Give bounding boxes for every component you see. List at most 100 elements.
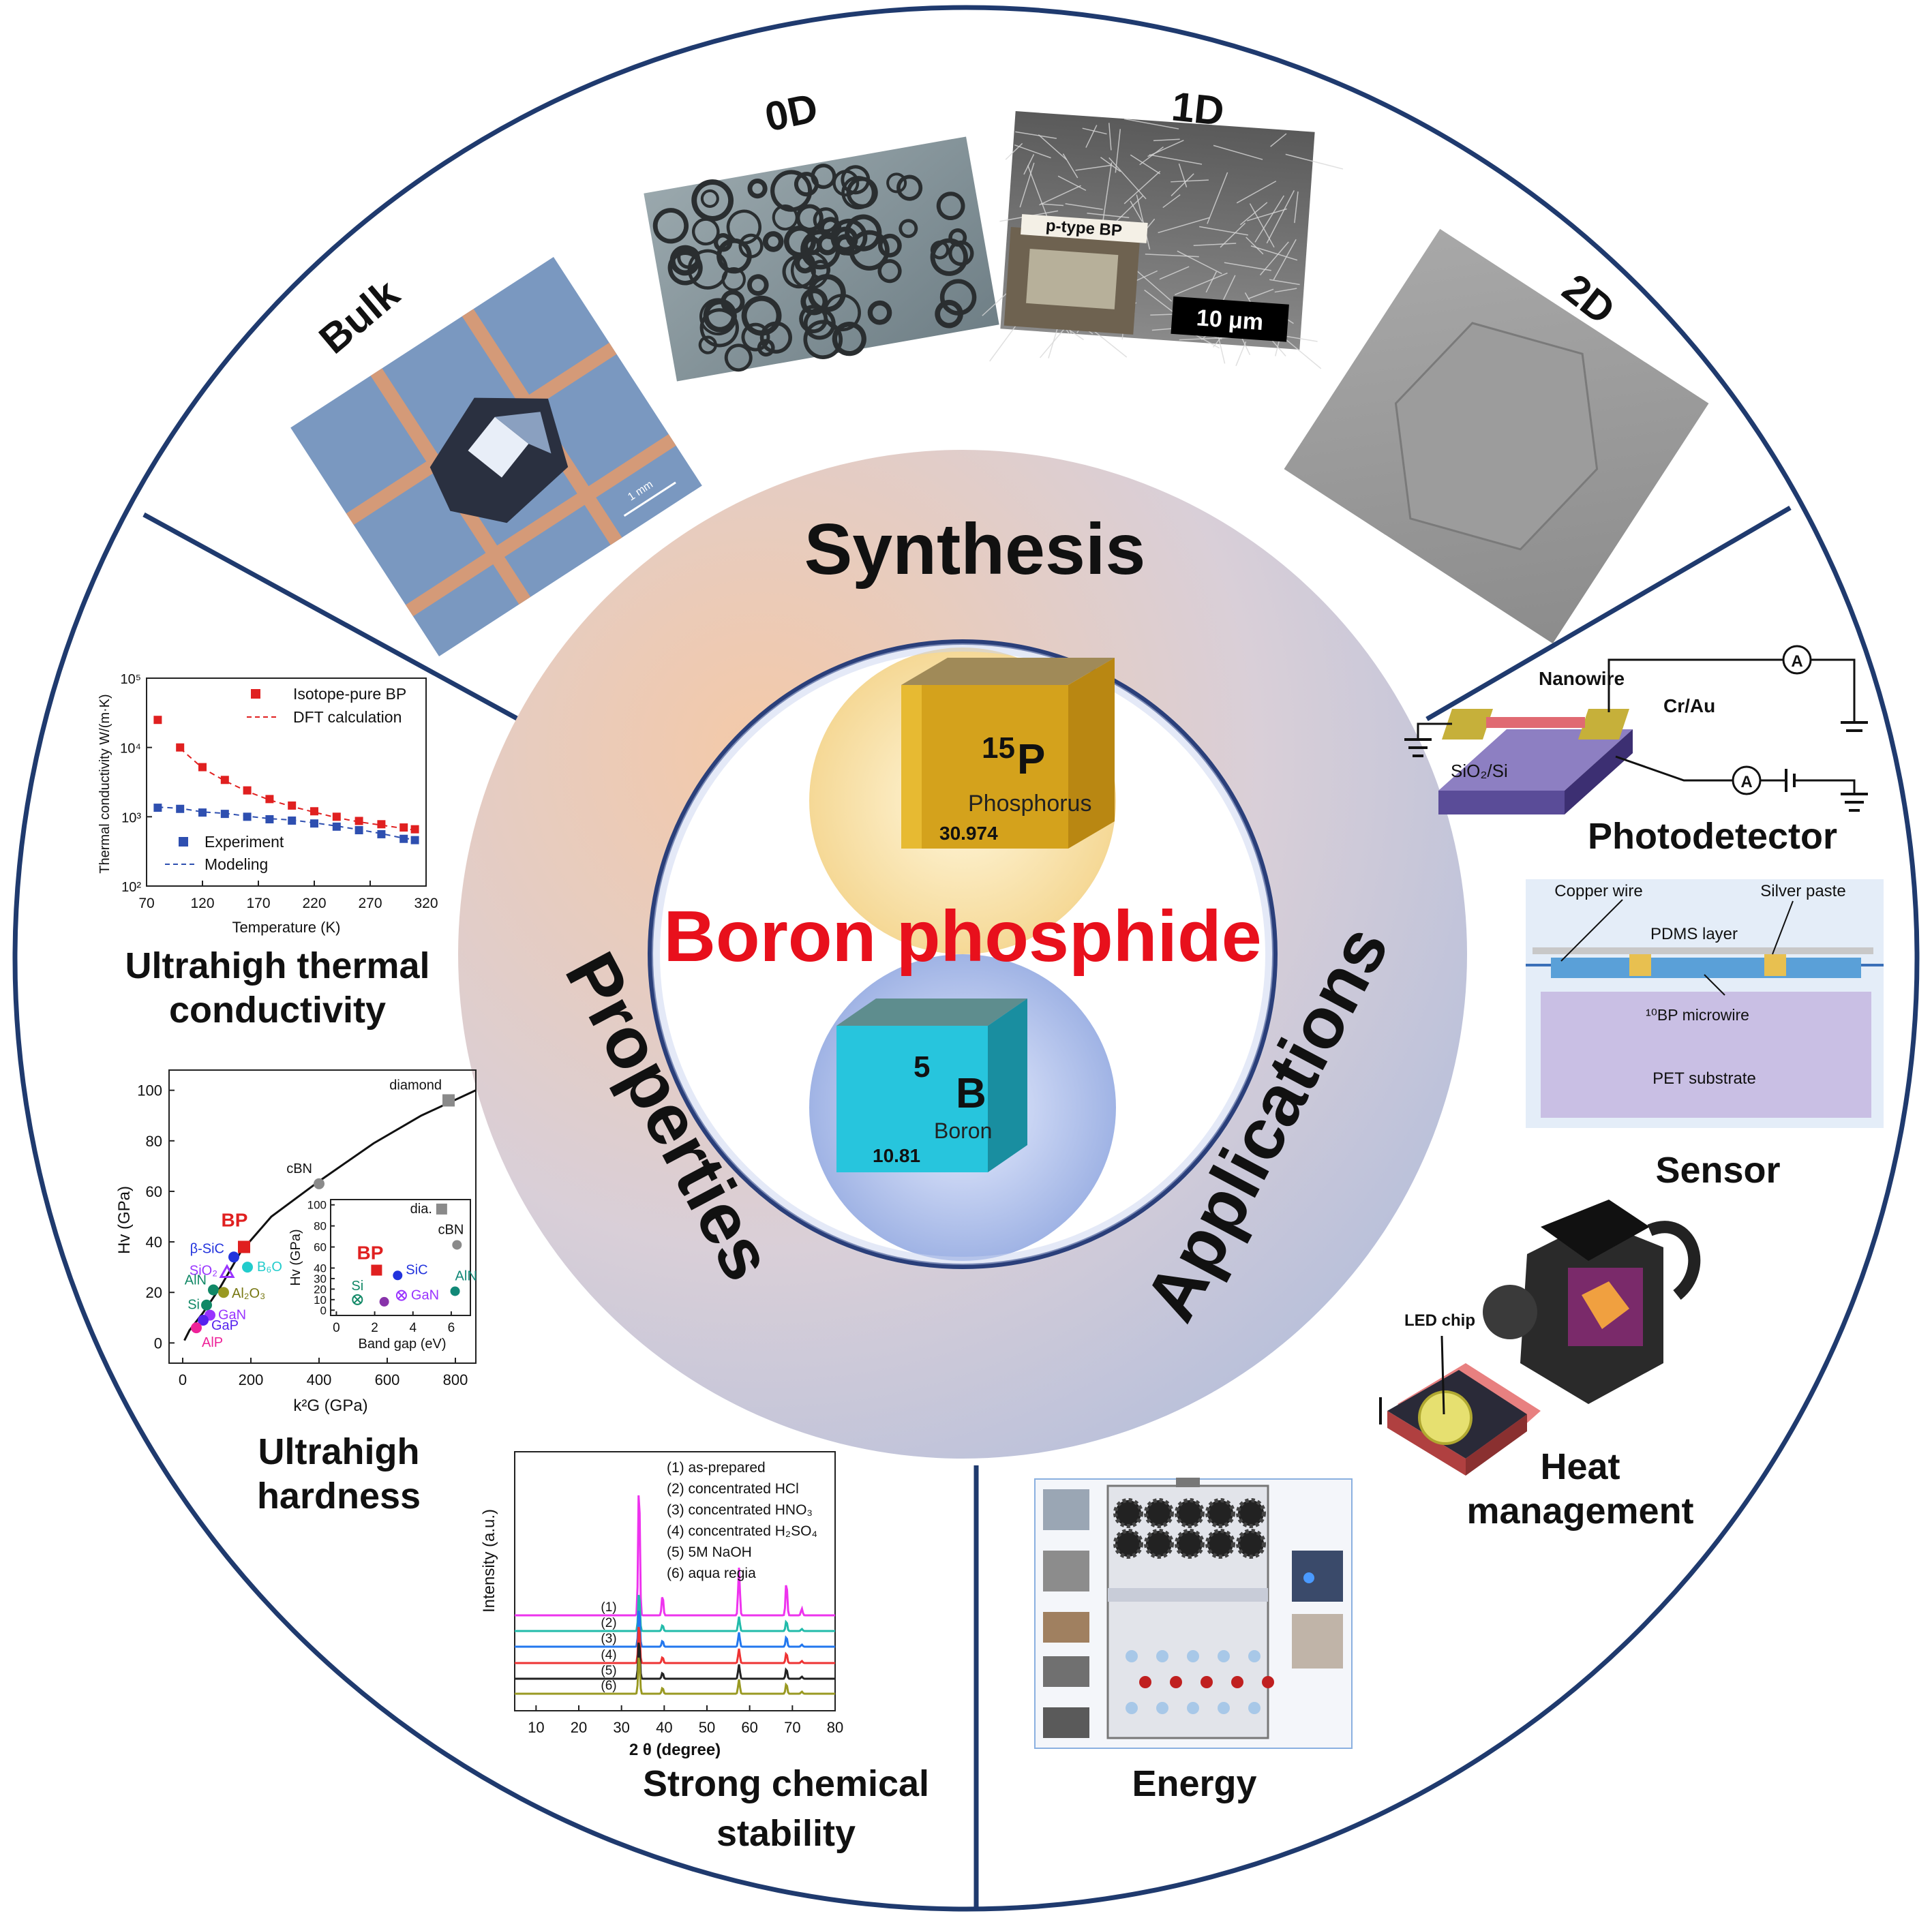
phosphorus-cube: 15 P Phosphorus 30.974: [901, 658, 1115, 849]
inset-ytick-label: 60: [314, 1241, 327, 1254]
hardness-ytick-label: 60: [146, 1183, 162, 1200]
energy-gear: [1144, 1529, 1174, 1559]
xrd-xtick-label: 30: [613, 1719, 629, 1736]
hardness-xtick-label: 200: [239, 1371, 264, 1388]
nanowire-strand: [1019, 162, 1035, 208]
thermal-ytick-label: 10²: [121, 880, 141, 895]
nanoparticle: [841, 176, 875, 210]
nanoparticle: [757, 339, 775, 357]
energy-gear: [1113, 1498, 1143, 1528]
isotope-point: [176, 743, 185, 752]
nanowire-strand: [1248, 288, 1274, 299]
nanowire-strand: [1108, 157, 1147, 200]
nanowire-strand: [1115, 129, 1121, 173]
nanowire-strand: [1273, 239, 1297, 280]
nanoparticle: [896, 174, 923, 201]
isotope-point: [332, 812, 341, 821]
thermal-xtick-label: 270: [358, 896, 382, 911]
xrd-curve-label: (4): [601, 1648, 616, 1662]
inset-xtick-label: 2: [371, 1321, 378, 1335]
nanowire-strand: [1179, 337, 1235, 341]
hardness-point-label: β-SiC: [190, 1241, 224, 1256]
hardness-point-label: Si: [187, 1298, 200, 1313]
thermal-ytick-label: 10⁴: [120, 742, 141, 757]
nanowire-strand: [1023, 154, 1035, 175]
zero-d-panel: 0D: [644, 85, 999, 382]
photodetector-caption: Photodetector: [1588, 816, 1837, 857]
nanoparticle: [849, 230, 890, 271]
nanoparticle: [669, 245, 701, 276]
boron-symbol: B: [956, 1070, 986, 1117]
nanowire-strand: [1149, 154, 1203, 165]
nanoparticle: [699, 308, 739, 348]
energy-sphere: [1126, 1650, 1138, 1662]
experiment-point: [176, 804, 185, 813]
inset-xtick-label: 4: [409, 1321, 417, 1335]
inset-point-label: SiC: [406, 1262, 427, 1277]
isotope-point: [153, 716, 162, 725]
inset-point-0: [436, 1203, 447, 1215]
nanowire-strand: [1254, 195, 1285, 243]
hardness-point-label: GaP: [211, 1318, 239, 1333]
xrd-xtick-label: 10: [528, 1719, 544, 1736]
inset-ytick-label: 30: [314, 1273, 327, 1285]
electrode-left: [1442, 709, 1493, 740]
inset-ytick-label: 80: [314, 1220, 327, 1233]
energy-sphere: [1187, 1650, 1199, 1662]
nanoparticle: [823, 294, 861, 332]
photodetector-nanowire-label: Nanowire: [1539, 668, 1625, 689]
sensor-copper-label: Copper wire: [1554, 882, 1642, 900]
nanoparticle: [726, 209, 761, 245]
boron-number: 5: [914, 1050, 930, 1084]
energy-gear: [1205, 1529, 1235, 1559]
sensor-pet-label: PET substrate: [1652, 1069, 1756, 1088]
hardness-point-label: cBN: [286, 1161, 312, 1176]
nanowire-strand: [1224, 262, 1271, 271]
nanowire-strand: [1040, 203, 1064, 207]
experiment-point: [399, 834, 408, 843]
hardness-inset-frame: [330, 1199, 471, 1316]
nanowire-strand: [1205, 271, 1218, 293]
energy-sphere: [1218, 1650, 1230, 1662]
xrd-xtick-label: 40: [656, 1719, 672, 1736]
hardness-point-label: diamond: [389, 1078, 442, 1093]
led-chip-label: LED chip: [1404, 1311, 1475, 1330]
heat-panel: LED chip Heat management: [1379, 1200, 1701, 1532]
divider-left: [142, 512, 519, 722]
electrode-right: [1578, 709, 1629, 740]
nanowire-strand: [1005, 142, 1023, 160]
energy-gear: [1113, 1529, 1143, 1559]
energy-panel: Energy: [1034, 1478, 1353, 1804]
energy-sphere: [1218, 1702, 1230, 1714]
nanoparticle: [790, 251, 830, 290]
hardness-xtick-label: 400: [307, 1371, 332, 1388]
xrd-xlabel: 2 θ (degree): [629, 1741, 721, 1759]
nanoparticle: [698, 335, 717, 354]
nanoparticle: [867, 300, 892, 325]
xrd-legend-entry: (4) concentrated H₂SO₄: [667, 1523, 817, 1539]
nanowire-strand: [1062, 153, 1078, 179]
ammeter-bottom-label: A: [1740, 773, 1752, 791]
nanowire-strand: [1249, 203, 1275, 248]
sensor-caption: Sensor: [1655, 1150, 1780, 1191]
center-title: Boron phosphide: [663, 896, 1261, 977]
hardness-point-label: AlP: [202, 1335, 223, 1350]
nanowire-strand: [1075, 164, 1112, 171]
energy-sphere: [1170, 1676, 1182, 1688]
nanoparticle: [703, 299, 737, 333]
silver-paste-right: [1764, 954, 1786, 976]
thermal-caption-1: Ultrahigh thermal: [125, 945, 429, 986]
isotope-point: [265, 795, 274, 804]
hardness-xtick-label: 800: [443, 1371, 468, 1388]
inset-point-label: dia.: [410, 1202, 432, 1217]
experiment-point: [332, 822, 341, 831]
xrd-xtick-label: 50: [699, 1719, 715, 1736]
nanowire-strand: [1236, 181, 1277, 204]
hardness-point-6: [208, 1284, 219, 1296]
nanoparticle: [813, 207, 839, 233]
energy-caption: Energy: [1132, 1763, 1256, 1804]
inset-xlabel: Band gap (eV): [359, 1337, 447, 1352]
